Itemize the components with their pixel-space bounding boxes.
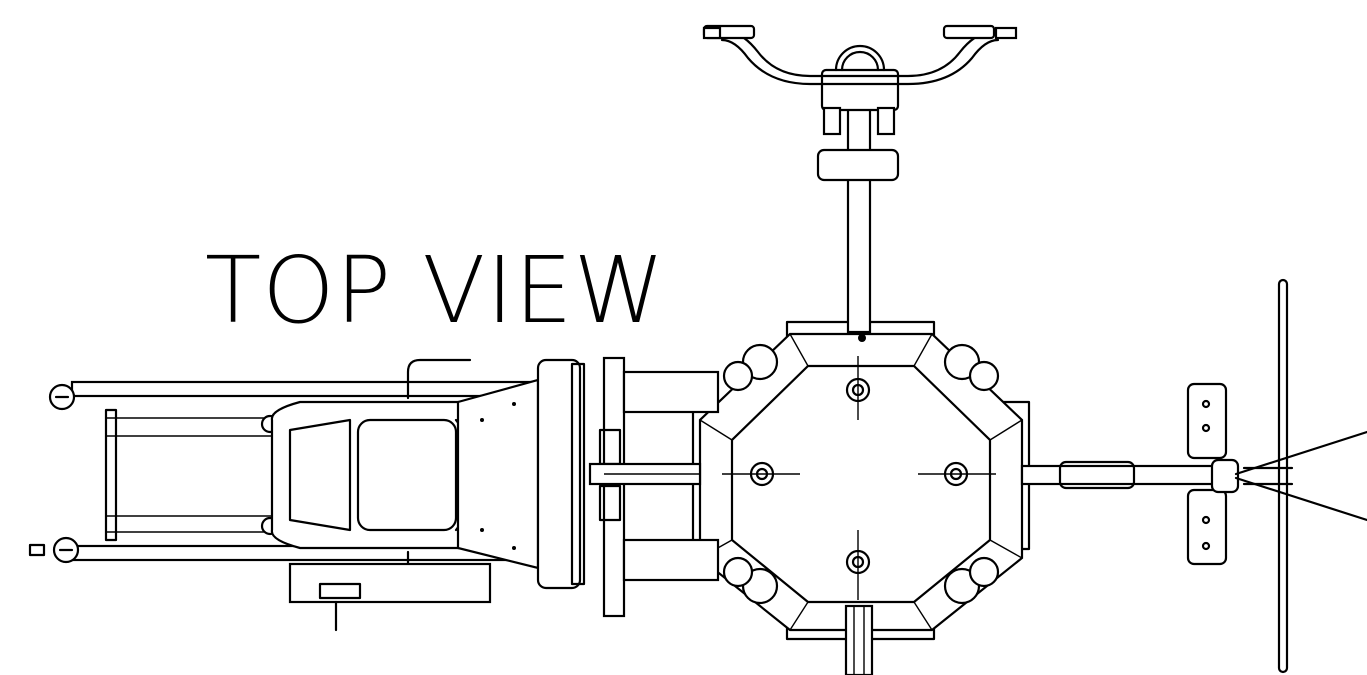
left-base-and-connector [288,356,720,632]
handlebar [702,24,1018,86]
right-arm [1020,382,1240,566]
corner-rollers [722,343,1000,605]
left-rails [28,380,544,564]
upper-column [816,44,900,334]
right-t-bar [1234,278,1367,674]
central-octagon-frame [691,320,1031,641]
lower-column [844,604,874,675]
pulley-pins [722,334,996,600]
view-title: TOP VIEW [205,237,666,344]
seat-assembly [270,358,586,592]
